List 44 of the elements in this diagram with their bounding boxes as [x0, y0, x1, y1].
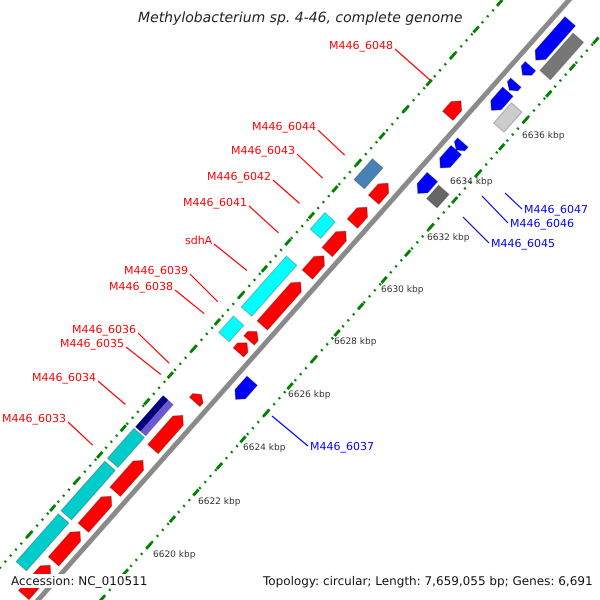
leader-line	[174, 290, 205, 314]
leader-line	[296, 154, 324, 179]
gene-label: M446_6042	[207, 170, 271, 182]
gene-label: M446_6039	[124, 264, 188, 276]
gene-label: M446_6045	[491, 238, 555, 248]
leader-line	[214, 244, 248, 271]
gene-label: M446_6041	[183, 196, 247, 208]
gene-label: sdhA	[185, 234, 212, 246]
gene-label: M446_6046	[510, 218, 574, 228]
scale-label: 6622 kbp	[198, 498, 240, 506]
leader-line	[138, 332, 170, 364]
leader-line	[462, 216, 490, 244]
scale-label: 6634 kbp	[450, 178, 492, 186]
scale-label: 6636 kbp	[522, 132, 564, 140]
gene-label: M446_6036	[72, 324, 136, 334]
leader-line	[68, 422, 94, 446]
scale-label: 6624 kbp	[243, 444, 286, 452]
gene-label: M446_6034	[32, 372, 96, 382]
leader-line	[272, 416, 308, 446]
gene-label: M446_6035	[60, 338, 124, 348]
leader-line	[190, 274, 218, 302]
leader-line	[394, 48, 430, 80]
scale-label: 6620 kbp	[153, 550, 196, 560]
gene-label: M446_6037	[310, 440, 374, 452]
gene-label: M446_6043	[231, 144, 295, 156]
leader-line	[248, 206, 279, 234]
gene-label: M446_6044	[252, 120, 316, 132]
leader-line	[482, 196, 508, 224]
gene-label: M446_6033	[2, 412, 66, 424]
title: Methylobacterium sp. 4-46, complete genome	[138, 11, 462, 25]
leader-line	[504, 192, 522, 210]
leader-line	[272, 180, 300, 204]
gene-label: M446_6048	[329, 40, 393, 50]
leader-line	[98, 380, 126, 405]
leader-line	[318, 130, 346, 156]
scale-label: 6626 kbp	[288, 390, 330, 400]
accession-text: Accession: NC_010511	[9, 574, 150, 588]
genome-summary: Topology: circular; Length: 7,659,055 bp; Genes: 6,691	[263, 575, 593, 587]
gene-label: M446_6038	[109, 280, 173, 292]
gene-label: M446_6047	[524, 204, 588, 214]
scale-label: 6630 kbp	[381, 286, 424, 294]
scale-label: 6628 kbp	[334, 338, 376, 346]
scale-label: 6632 kbp	[427, 234, 470, 242]
leader-line	[126, 346, 162, 375]
